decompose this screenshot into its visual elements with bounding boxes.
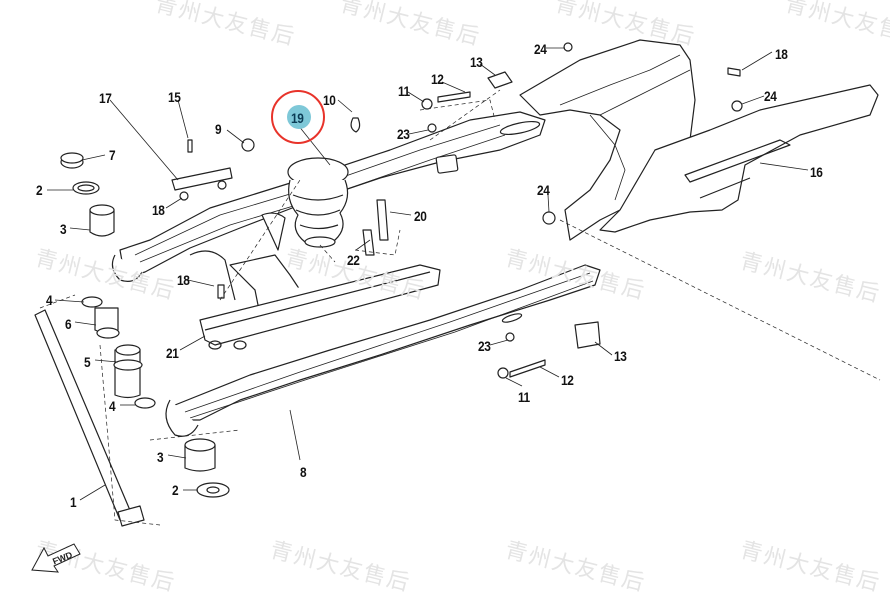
callout-2[interactable]: 2 (36, 182, 43, 198)
callout-4[interactable]: 4 (46, 292, 53, 308)
callout-23[interactable]: 23 (478, 338, 491, 354)
forward-direction-arrow: FWD (30, 538, 86, 579)
callout-24[interactable]: 24 (537, 182, 550, 198)
center-bracket (189, 250, 441, 350)
shock-absorber (261, 157, 349, 251)
callout-18[interactable]: 18 (177, 272, 190, 288)
callout-12[interactable]: 12 (561, 372, 574, 388)
callout-11[interactable]: 11 (398, 83, 410, 99)
callout-4[interactable]: 4 (109, 398, 116, 414)
leader-lines (47, 47, 809, 501)
callout-13[interactable]: 13 (470, 54, 483, 70)
callout-17[interactable]: 17 (99, 90, 112, 106)
callout-16[interactable]: 16 (810, 164, 823, 180)
callout-23[interactable]: 23 (397, 126, 410, 142)
callout-15[interactable]: 15 (168, 89, 181, 105)
callout-18[interactable]: 18 (775, 46, 788, 62)
axle-bolt (34, 309, 145, 527)
swing-arm-upper (111, 111, 546, 282)
callout-22[interactable]: 22 (347, 252, 360, 268)
callout-8[interactable]: 8 (300, 464, 307, 480)
callout-6[interactable]: 6 (65, 316, 72, 332)
callout-10[interactable]: 10 (323, 92, 336, 108)
callout-13[interactable]: 13 (614, 348, 627, 364)
callout-9[interactable]: 9 (215, 121, 222, 137)
fwd-label: FWD (51, 549, 74, 566)
bushings (60, 152, 230, 498)
callout-2[interactable]: 2 (172, 482, 179, 498)
callout-11[interactable]: 11 (518, 389, 530, 405)
callout-24[interactable]: 24 (534, 41, 547, 57)
dashed-guides (39, 89, 881, 526)
callout-5[interactable]: 5 (84, 354, 91, 370)
callout-20[interactable]: 20 (414, 208, 427, 224)
chain-cover-16 (599, 84, 879, 233)
swing-arm-lower (165, 264, 601, 437)
callout-21[interactable]: 21 (166, 345, 179, 361)
callout-7[interactable]: 7 (109, 147, 116, 163)
callout-1[interactable]: 1 (70, 494, 77, 510)
callout-19[interactable]: 19 (291, 110, 304, 126)
highlight-ring[interactable] (271, 90, 325, 144)
callout-24[interactable]: 24 (764, 88, 777, 104)
arrow-icon: FWD (31, 543, 81, 573)
callout-3[interactable]: 3 (60, 221, 67, 237)
callout-12[interactable]: 12 (431, 71, 444, 87)
callout-18[interactable]: 18 (152, 202, 165, 218)
callout-3[interactable]: 3 (157, 449, 164, 465)
